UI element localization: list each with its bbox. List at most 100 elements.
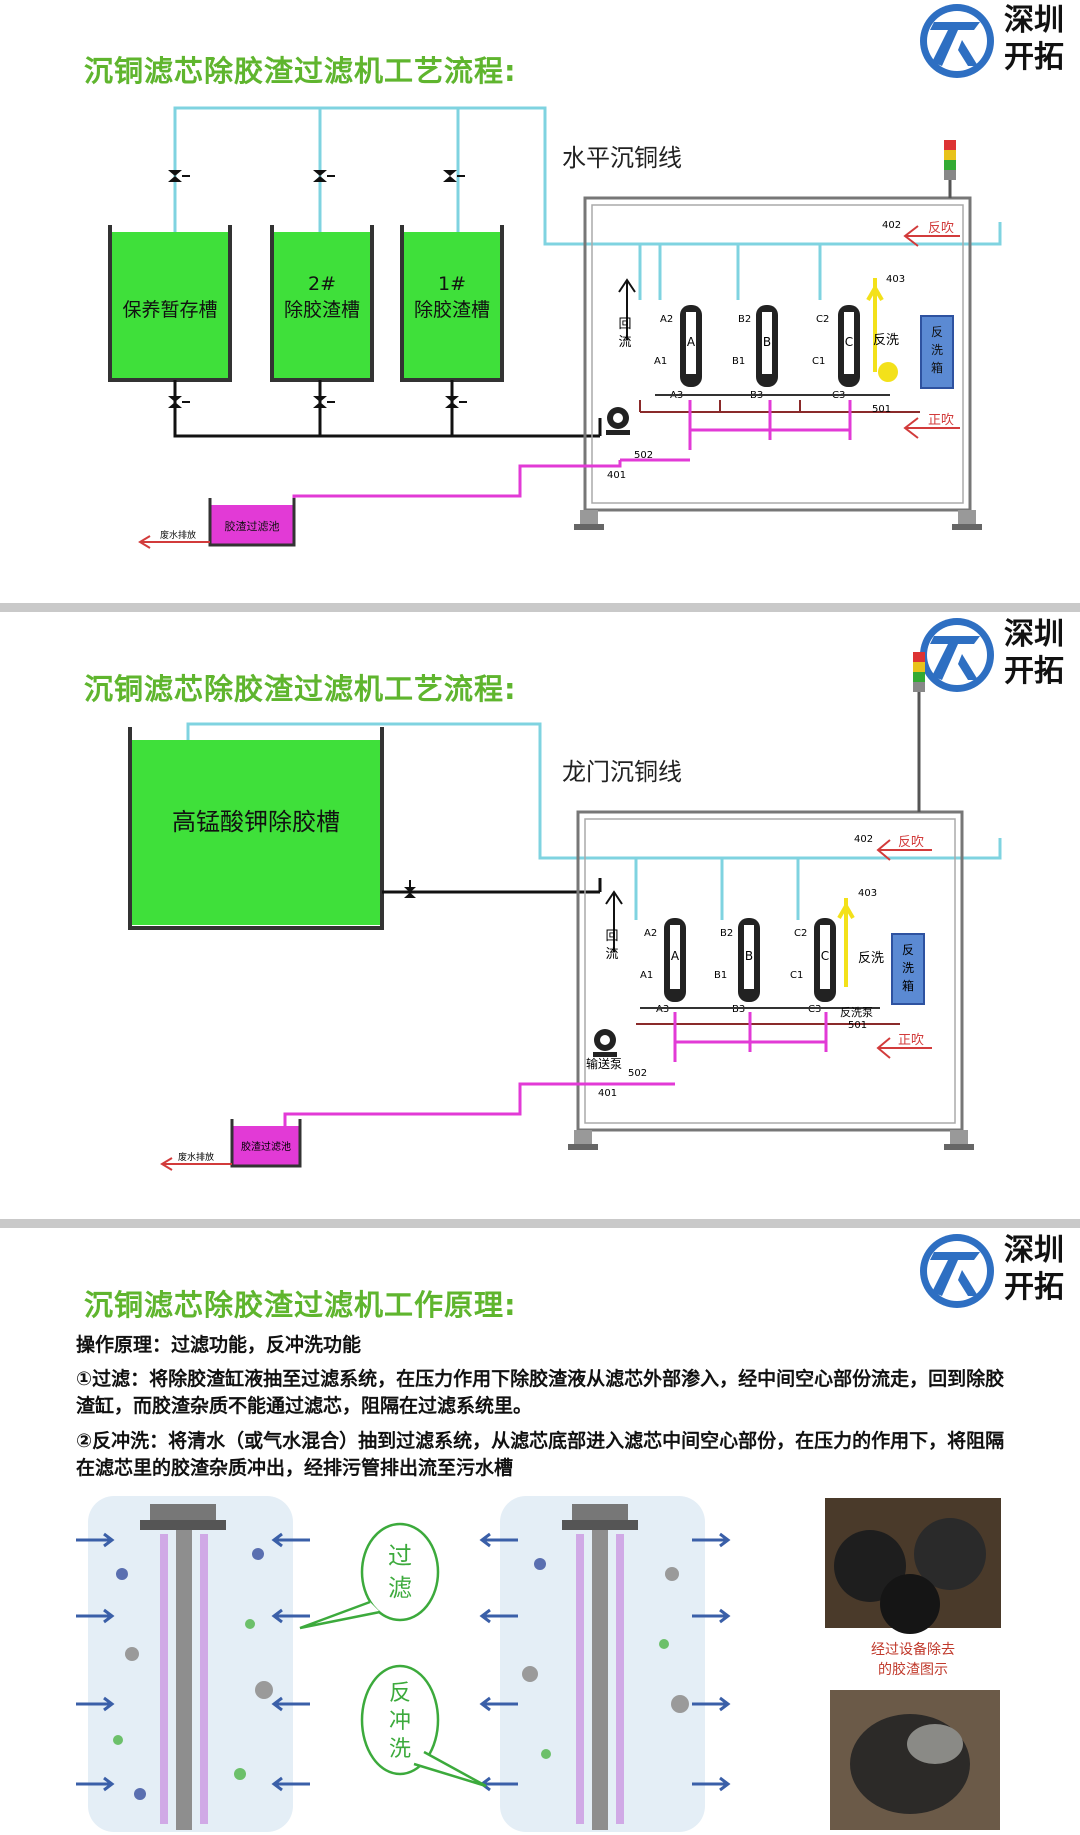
pump-icon[interactable]	[606, 407, 630, 435]
valve-tag: B2	[720, 928, 733, 939]
inflow-arrow-icon	[76, 1532, 310, 1792]
machine-frame	[576, 810, 964, 1132]
panel-horizontal-line: 沉铜滤芯除胶渣过滤机工艺流程: 深圳开拓 水平沉铜线 保养暂存槽 2# 除胶渣	[0, 0, 1080, 603]
tank-label: 保养暂存槽	[122, 299, 217, 321]
reverse-blow-arrow-icon	[876, 839, 932, 861]
valve-icon[interactable]	[313, 170, 335, 182]
svg-text:C: C	[845, 335, 853, 349]
valve-icon[interactable]	[445, 396, 467, 408]
logo-text-line2: 开拓	[1004, 654, 1064, 689]
cyan-return-pipe	[173, 106, 1002, 246]
tank-label: 除胶渣槽	[414, 299, 490, 321]
valve-number: 403	[858, 888, 877, 899]
forward-blow-label: 正吹	[928, 413, 954, 428]
logo-text-line1: 深圳	[1004, 617, 1064, 652]
tank-1: 1# 除胶渣槽	[400, 225, 504, 382]
process-diagram-2: 高锰酸钾除胶槽 回 流 A B C A2 B2 C2 A1 B1 C1 A3 B…	[128, 652, 1002, 1171]
valve-icon[interactable]	[404, 880, 416, 898]
company-logo: 深圳开拓	[912, 614, 1077, 696]
valve-tag: C1	[790, 970, 803, 981]
tank-maintenance: 保养暂存槽	[108, 225, 232, 382]
forward-blow-arrow-icon	[903, 417, 960, 439]
valve-tag: C1	[812, 356, 825, 367]
valve-number: 501	[872, 404, 891, 415]
bubble-text: 过	[388, 1542, 412, 1570]
waste-discharge-label: 废水排放	[178, 1151, 214, 1163]
machine-frame	[583, 196, 972, 512]
waste-discharge-arrow-icon	[138, 535, 210, 549]
valve-number: 401	[598, 1088, 617, 1099]
backflush-pump-icon[interactable]	[878, 362, 898, 382]
magenta-drain-pipe	[292, 400, 852, 510]
valve-tag: B3	[732, 1004, 745, 1015]
valve-tag: C2	[794, 928, 807, 939]
forward-blow-label: 正吹	[898, 1033, 924, 1048]
tank-permanganate: 高锰酸钾除胶槽	[128, 727, 384, 930]
valve-tag: B1	[714, 970, 727, 981]
panel-working-principle: 沉铜滤芯除胶渣过滤机工作原理: 深圳开拓 操作原理：过滤功能，反冲洗功能 ①过滤…	[0, 1228, 1080, 1835]
valve-tag: A2	[660, 314, 673, 325]
filter-housing-c: C	[838, 305, 860, 387]
particle-dots	[113, 1548, 689, 1800]
svg-text:反: 反	[902, 943, 914, 957]
svg-text:反: 反	[931, 325, 943, 339]
reverse-blow-label: 反吹	[928, 221, 954, 236]
waste-discharge-arrow-icon	[160, 1157, 232, 1171]
valve-icon[interactable]	[313, 396, 335, 408]
waste-tank-label: 胶渣过滤池	[225, 519, 280, 533]
tank-label: 除胶渣槽	[284, 299, 360, 321]
return-label: 流	[618, 335, 631, 350]
filter-housing-a: A	[680, 305, 702, 387]
valve-tag: B2	[738, 314, 751, 325]
line-name: 龙门沉铜线	[562, 758, 682, 786]
svg-text:C: C	[821, 949, 829, 963]
return-arrow-icon	[618, 278, 636, 340]
bubble-text: 反	[389, 1681, 411, 1706]
filter-cartridge-backflush	[500, 1496, 705, 1832]
logo-text-line2: 开拓	[1004, 40, 1064, 75]
valve-icon[interactable]	[168, 396, 190, 408]
tank-number: 1#	[438, 273, 466, 295]
feed-pump-icon[interactable]	[593, 1029, 617, 1057]
principle-intro: 操作原理：过滤功能，反冲洗功能	[76, 1334, 362, 1356]
page-title: 沉铜滤芯除胶渣过滤机工艺流程:	[84, 672, 517, 706]
sludge-photo-bottom	[830, 1690, 1000, 1830]
backflush-label: 反洗	[873, 333, 899, 348]
svg-text:B: B	[763, 335, 771, 349]
feed-pump-label: 输送泵	[586, 1056, 622, 1071]
tank-number: 2#	[308, 273, 336, 295]
signal-light-icon	[913, 652, 925, 812]
filter-housing-b: B	[756, 305, 778, 387]
backflush-label: 反洗	[858, 951, 884, 966]
principle-illustration: 过 滤 反 冲 洗 经过设备除去 的胶渣图示	[76, 1496, 1001, 1832]
valve-tag: C2	[816, 314, 829, 325]
svg-text:洗: 洗	[931, 343, 943, 357]
valve-icon[interactable]	[168, 170, 190, 182]
backflush-bubble: 反 冲 洗	[360, 1664, 487, 1788]
valve-icon[interactable]	[443, 170, 465, 182]
return-label: 回	[618, 317, 631, 332]
logo-text-line1: 深圳	[1004, 3, 1064, 38]
backflush-tank	[920, 315, 954, 389]
backflush-pump-label: 反洗泵	[840, 1006, 873, 1019]
valve-number: 402	[854, 834, 873, 845]
waste-tank-label: 胶渣过滤池	[241, 1140, 291, 1153]
valve-number: 401	[607, 470, 626, 481]
tank-2: 2# 除胶渣槽	[270, 225, 374, 382]
panel-gantry-line: 沉铜滤芯除胶渣过滤机工艺流程: 深圳开拓 龙门沉铜线 高锰酸钾除胶槽	[0, 612, 1080, 1219]
reverse-blow-arrow-icon	[903, 225, 960, 247]
logo-text-line1: 深圳	[1004, 1233, 1064, 1268]
valve-number: 502	[634, 450, 653, 461]
yellow-backflush-pipe	[837, 898, 855, 987]
svg-text:箱: 箱	[931, 360, 943, 375]
bubble-text: 洗	[389, 1737, 411, 1762]
magenta-drain-pipe	[283, 1012, 828, 1127]
logo-text-line2: 开拓	[1004, 1270, 1064, 1305]
valve-number: 501	[848, 1020, 867, 1031]
tank-label: 高锰酸钾除胶槽	[172, 808, 340, 836]
logo-mark-icon	[920, 4, 994, 78]
valve-tag: A2	[644, 928, 657, 939]
section-divider	[0, 1219, 1080, 1228]
waste-filter-tank	[232, 1126, 300, 1166]
forward-blow-arrow-icon	[876, 1037, 932, 1059]
